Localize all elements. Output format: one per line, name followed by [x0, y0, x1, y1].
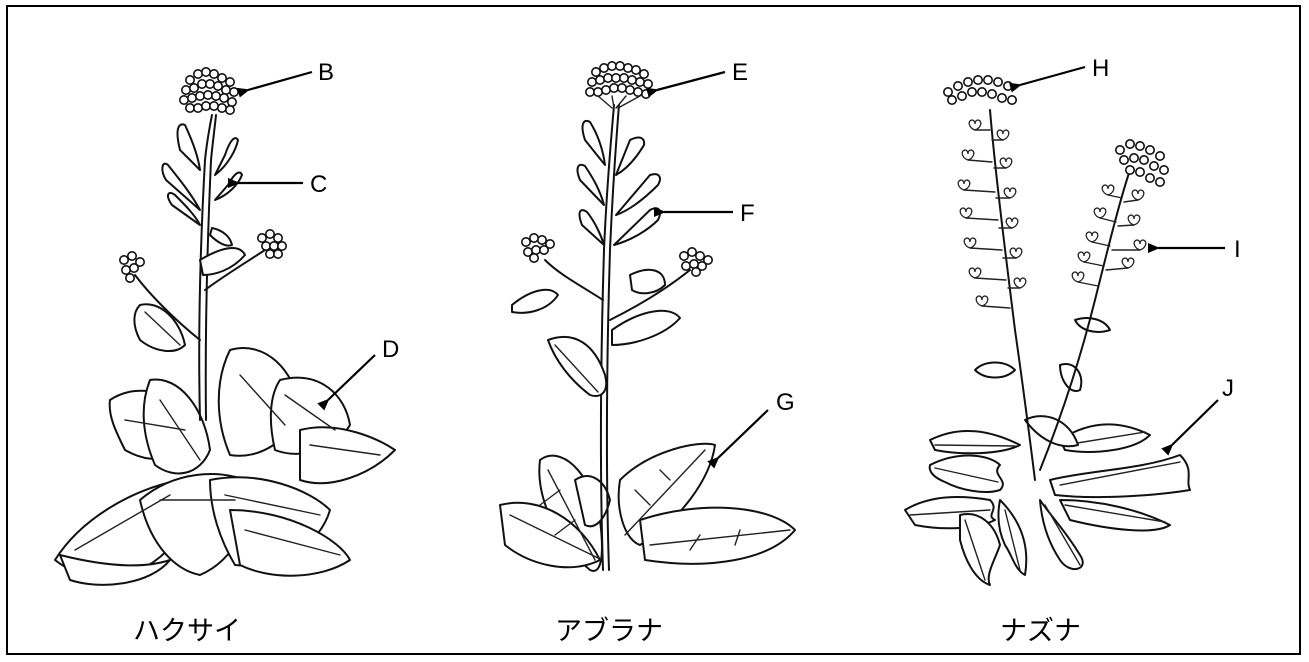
caption-aburana: アブラナ: [555, 616, 663, 647]
label-e: E: [732, 59, 748, 86]
plant-nazuna: [905, 76, 1190, 585]
arrow-b: [248, 72, 312, 90]
label-c: C: [310, 171, 327, 198]
plant-aburana: [500, 62, 795, 571]
label-b: B: [318, 59, 334, 86]
caption-nazuna: ナズナ: [1000, 616, 1081, 647]
arrow-e: [657, 72, 725, 90]
label-h: H: [1092, 55, 1109, 82]
arrow-g: [718, 410, 768, 458]
label-f: F: [740, 200, 755, 227]
label-i: I: [1234, 236, 1241, 263]
arrow-j: [1172, 400, 1218, 445]
arrow-d: [328, 355, 375, 400]
label-d: D: [382, 336, 399, 363]
label-g: G: [776, 389, 795, 416]
plant-hakusai: [55, 68, 395, 585]
label-j: J: [1222, 375, 1234, 402]
arrow-h: [1020, 67, 1085, 85]
caption-hakusai: ハクサイ: [133, 616, 241, 647]
